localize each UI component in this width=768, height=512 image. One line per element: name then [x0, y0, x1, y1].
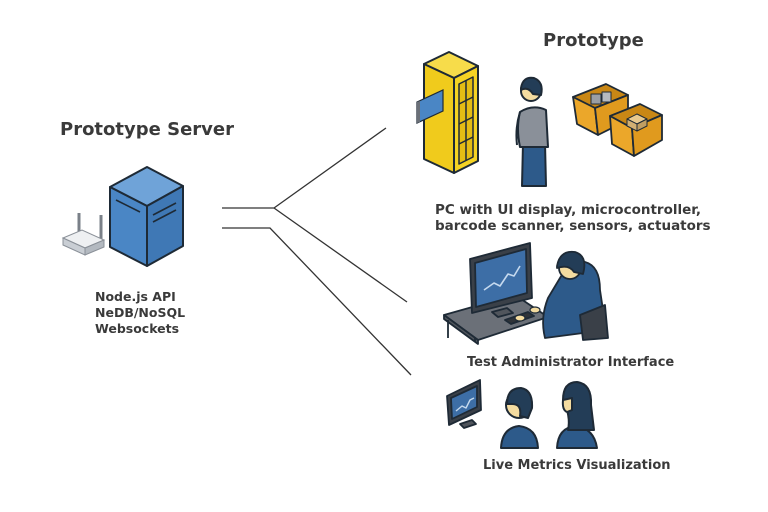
metrics-caption: Live Metrics Visualization: [483, 458, 671, 473]
bins-icon: [572, 83, 663, 157]
connector-lines: [222, 127, 412, 376]
server-stack-item: Node.js API: [95, 289, 176, 304]
connector-to-prototype: [222, 127, 387, 209]
viewer-man-icon: [500, 387, 539, 449]
prototype-caption: PC with UI display, microcontroller, bar…: [435, 202, 711, 234]
prototype-caption-line: barcode scanner, sensors, actuators: [435, 218, 711, 234]
admin-workstation-icon: [443, 242, 609, 345]
viewer-woman-icon: [556, 381, 598, 449]
admin-caption: Test Administrator Interface: [467, 355, 675, 370]
server-stack-list: Node.js API NeDB/NoSQL Websockets: [95, 289, 185, 337]
prototype-title: Prototype: [543, 30, 644, 51]
metrics-monitor-icon: [446, 379, 482, 429]
connector-to-admin: [273, 207, 408, 303]
cabinet-icon: [423, 51, 479, 174]
person-standing-icon: [515, 76, 549, 187]
connector-to-metrics: [222, 227, 412, 376]
server-icon: [109, 166, 184, 267]
prototype-caption-line: PC with UI display, microcontroller,: [435, 202, 702, 218]
router-icon: [61, 213, 106, 256]
server-title: Prototype Server: [60, 119, 234, 140]
server-stack-item: Websockets: [95, 321, 180, 336]
scanner-display-icon: [416, 89, 444, 124]
server-stack-item: NeDB/NoSQL: [95, 305, 186, 320]
